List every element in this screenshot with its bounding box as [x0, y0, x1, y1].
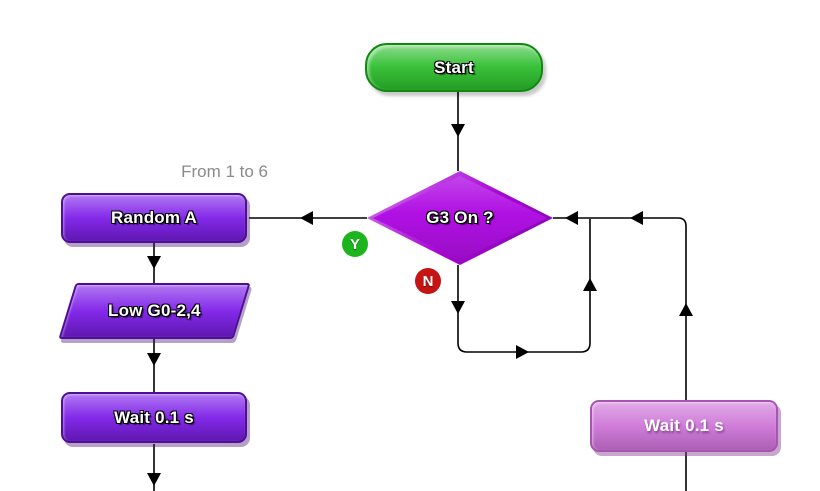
wait-left-label: Wait 0.1 s [114, 407, 194, 427]
arrowhead-down-icon [451, 301, 465, 314]
arrowhead-up-icon [583, 278, 597, 291]
decision-label: G3 On ? [426, 208, 494, 227]
decision-node-face: G3 On ? [373, 176, 547, 260]
arrowhead-left-icon [630, 211, 643, 225]
start-label: Start [434, 57, 474, 77]
no-branch-label: N [422, 272, 434, 290]
start-node[interactable]: Start [365, 43, 543, 92]
yes-branch-badge: Y [342, 231, 368, 257]
low-g0-24-label: Low G0-2,4 [108, 301, 201, 320]
random-a-label: Random A [111, 208, 197, 227]
wait-right-label: Wait 0.1 s [644, 416, 724, 435]
range-annotation: From 1 to 6 [181, 162, 268, 181]
arrowhead-down-icon [147, 473, 161, 486]
arrowhead-left-icon [565, 211, 578, 225]
decision-node-g3-on[interactable]: G3 On ? [367, 171, 553, 265]
process-node-wait-right[interactable]: Wait 0.1 s [590, 400, 778, 452]
arrowhead-down-icon [451, 124, 465, 137]
arrowhead-down-icon [147, 256, 161, 269]
no-branch-badge: N [415, 268, 441, 294]
edge-return-to-decision [553, 217, 687, 400]
process-node-random-a[interactable]: Random A [61, 193, 247, 243]
arrowhead-left-icon [300, 211, 313, 225]
arrowhead-right-icon [516, 345, 529, 359]
arrowhead-down-icon [147, 353, 161, 366]
arrowhead-up-icon [679, 303, 693, 316]
yes-branch-label: Y [349, 235, 360, 253]
output-node-low-g0-24[interactable]: Low G0-2,4 [58, 283, 251, 339]
process-node-wait-left[interactable]: Wait 0.1 s [61, 392, 247, 443]
